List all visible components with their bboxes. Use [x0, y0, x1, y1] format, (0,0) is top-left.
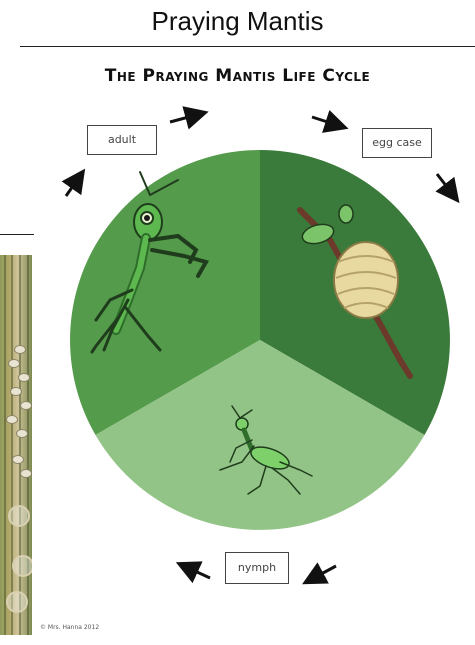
- arrow-nymph-left: [184, 566, 210, 578]
- stage-label-egg-case: egg case: [362, 128, 432, 158]
- arrow-adult-to-egg-a: [170, 114, 200, 122]
- stage-label-nymph: nymph: [225, 552, 289, 584]
- arrow-up-to-adult: [66, 176, 80, 196]
- arrow-egg-down: [437, 174, 454, 196]
- arrow-nymph-right: [310, 566, 336, 580]
- credit-text: © Mrs. Hanna 2012: [40, 624, 99, 631]
- stage-label-adult: adult: [87, 125, 157, 155]
- arrow-adult-to-egg-b: [312, 117, 340, 126]
